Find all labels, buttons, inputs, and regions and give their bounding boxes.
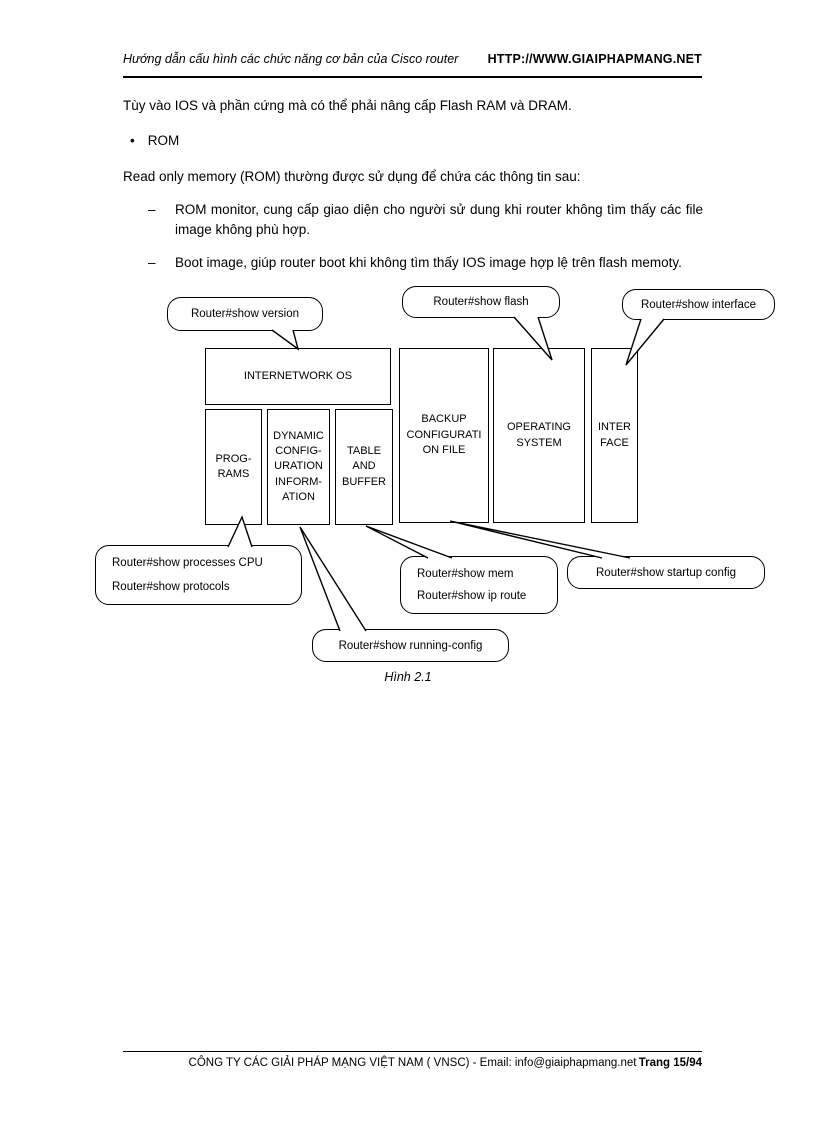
list-item-text: ROM monitor, cung cấp giao diện cho ngườ… xyxy=(175,201,703,237)
box-dynamic-config: DYNAMIC CONFIG- URATION INFORM- ATION xyxy=(267,409,330,525)
dash-marker: – xyxy=(148,255,156,271)
callout-show-processes-cpu-label: Router#show processes CPU xyxy=(112,557,263,570)
page-header: Hướng dẫn cấu hình các chức năng cơ bản … xyxy=(123,52,702,78)
pointer-running-to-dynamic-config xyxy=(299,526,367,632)
header-divider xyxy=(123,76,702,78)
box-backup-config-file: BACKUP CONFIGURATI ON FILE xyxy=(399,348,489,523)
callout-show-protocols-label: Router#show protocols xyxy=(112,580,230,593)
callout-show-mem-ip-route: Router#show mem Router#show ip route xyxy=(400,556,558,614)
callout-show-processes-protocols: Router#show processes CPU Router#show pr… xyxy=(95,545,302,605)
callout-show-interface: Router#show interface xyxy=(622,289,775,320)
bullet-marker: • xyxy=(130,133,135,149)
callout-show-running-config: Router#show running-config xyxy=(312,629,509,662)
list-item: – ROM monitor, cung cấp giao diện cho ng… xyxy=(123,200,703,241)
footer-page-number: Trang 15/94 xyxy=(638,1057,702,1069)
header-url: HTTP://WWW.GIAIPHAPMANG.NET xyxy=(487,52,702,66)
callout-show-version: Router#show version xyxy=(167,297,323,331)
box-table-and-buffer: TABLE AND BUFFER xyxy=(335,409,393,525)
pointer-mem-to-table-buffer xyxy=(365,525,453,559)
rom-heading: ROM xyxy=(147,133,180,149)
rom-description: Read only memory (ROM) thường được sử dụ… xyxy=(123,168,581,184)
box-internetwork-os: INTERNETWORK OS xyxy=(205,348,391,405)
body-content: Tùy vào IOS và phần cứng mà có thể phải … xyxy=(123,96,703,274)
dash-marker: – xyxy=(148,201,156,217)
callout-show-mem-label: Router#show mem xyxy=(417,567,514,580)
pointer-version-to-internetwork-os xyxy=(271,329,300,351)
box-interface: INTER FACE xyxy=(591,348,638,523)
callout-show-flash: Router#show flash xyxy=(402,286,560,318)
box-operating-system: OPERATING SYSTEM xyxy=(493,348,585,523)
footer-divider xyxy=(123,1051,702,1052)
box-programs: PROG- RAMS xyxy=(205,409,262,525)
footer-company-text: CÔNG TY CÁC GIẢI PHÁP MẠNG VIỆT NAM ( VN… xyxy=(188,1057,637,1069)
router-memory-diagram: INTERNETWORK OS PROG- RAMS DYNAMIC CONFI… xyxy=(0,280,816,700)
list-item: – Boot image, giúp router boot khi không… xyxy=(123,253,703,273)
list-item-text: Boot image, giúp router boot khi không t… xyxy=(175,255,682,271)
intro-paragraph: Tùy vào IOS và phần cứng mà có thể phải … xyxy=(123,98,572,113)
callout-show-ip-route-label: Router#show ip route xyxy=(417,590,527,603)
page-footer: CÔNG TY CÁC GIẢI PHÁP MẠNG VIỆT NAM ( VN… xyxy=(123,1051,702,1069)
pointer-startup-to-backup-config xyxy=(449,520,631,559)
callout-show-startup-config: Router#show startup config xyxy=(567,556,765,589)
rom-bullet-item: • ROM xyxy=(123,131,703,151)
header-title: Hướng dẫn cấu hình các chức năng cơ bản … xyxy=(123,52,459,66)
figure-caption: Hình 2.1 xyxy=(384,670,432,684)
